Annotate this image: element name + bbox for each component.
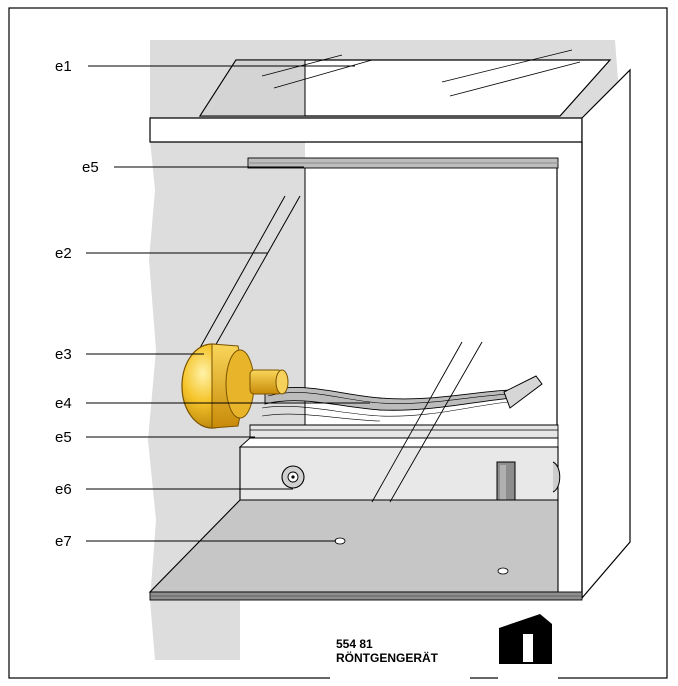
label-e1: e1 [55,58,72,75]
front-panel-jack-pin [291,475,295,479]
glass-lid-shaded [199,59,306,117]
ribbon-cable-wire [267,392,511,404]
leybold-logo-icon [498,614,558,684]
label-e6: e6 [55,481,72,498]
experiment-chamber [305,158,557,458]
label-e7: e7 [55,533,72,550]
label-e5-lower: e5 [55,429,72,446]
chamber-glare-line [371,341,463,503]
ribbon-cable-plug [503,375,543,409]
floor-screw [334,537,346,545]
front-panel-knob [552,461,561,493]
label-e5-upper: e5 [82,159,99,176]
label-e2: e2 [55,245,72,262]
label-e3: e3 [55,346,72,363]
lid-glare-line [441,49,573,83]
nameplate-number: 554 81 [336,637,373,651]
ribbon-cable-wire [261,401,509,417]
leader-lines [86,65,370,542]
label-e4: e4 [55,395,72,412]
lid-glare-line [273,59,373,89]
nameplate-mask [330,664,470,684]
floor-screw [497,567,509,575]
housing-top-rail [149,117,583,143]
ribbon-cable-wire [261,413,381,422]
lid-glare-line [449,61,581,97]
socket-nozzle-end [275,369,289,395]
guide-rod [195,195,286,356]
lower-guide-groove [249,424,559,439]
housing-right-wall [581,68,631,600]
guide-rod [209,195,301,356]
chamber-glare-line [389,341,483,503]
nameplate-name: RÖNTGENGERÄT [336,650,439,665]
front-panel-top [238,437,559,448]
